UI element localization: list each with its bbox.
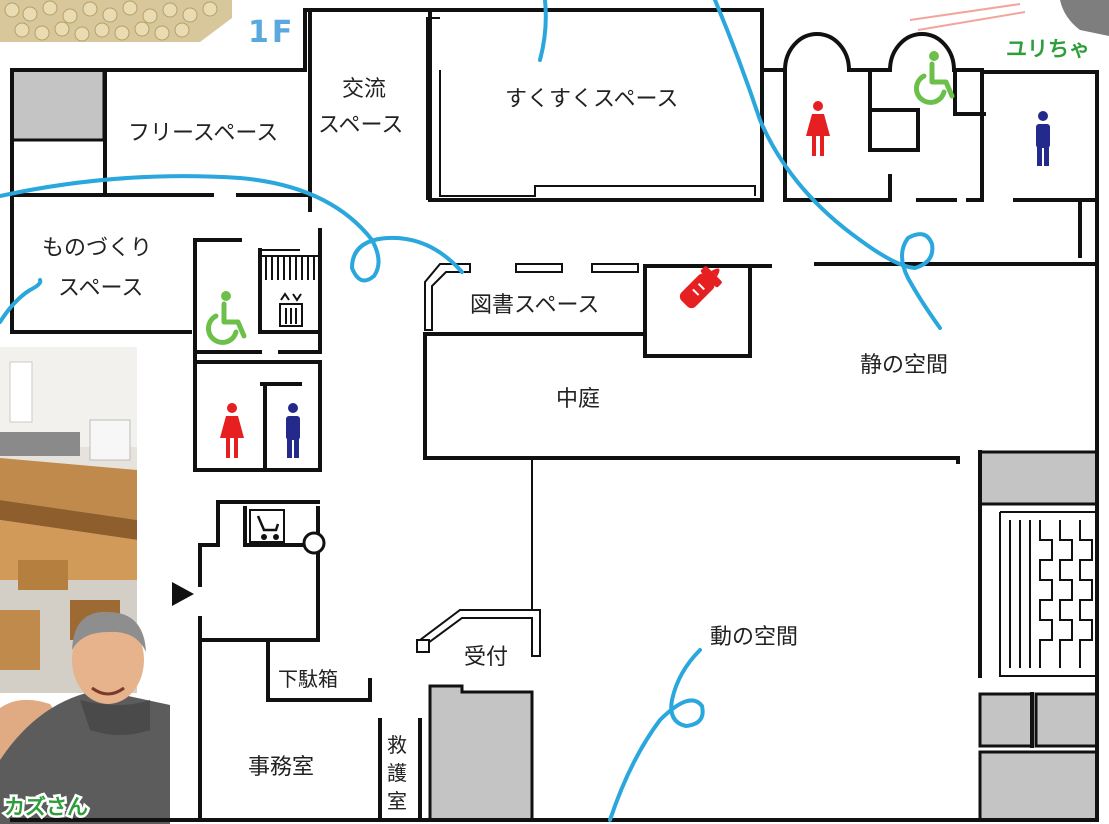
exchange-space-label-2: スペース	[318, 113, 403, 138]
shoe-box-label: 下駄箱	[278, 667, 338, 691]
women-restroom-icon	[806, 101, 830, 156]
yuri-name-label: ユリちゃ	[1006, 37, 1090, 61]
elevator-icon	[279, 292, 303, 327]
wheelchair-icon	[913, 51, 955, 105]
exchange-space-label: 交流	[342, 77, 386, 102]
library-space-label: 図書スペース	[470, 293, 599, 318]
men-restroom-icon	[286, 403, 300, 458]
first-aid-label-2: 護	[387, 761, 407, 785]
nursing-bottle-icon	[679, 266, 722, 309]
reception-label: 受付	[464, 645, 508, 670]
office-label: 事務室	[248, 755, 314, 780]
women-restroom-icon	[220, 403, 244, 458]
storage-block	[428, 684, 534, 822]
storage-block	[10, 68, 106, 142]
sukusuku-space-label: すくすくスペース	[505, 87, 678, 112]
first-aid-label-1: 救	[387, 733, 407, 757]
storage-block	[978, 750, 1099, 822]
soybeans-photo	[0, 0, 232, 42]
kazu-name-label: カズさん	[4, 795, 88, 819]
walls	[10, 8, 1099, 822]
decorative-curls	[0, 0, 942, 822]
kazu-photo	[0, 611, 170, 824]
stroller-icon	[249, 509, 285, 543]
stair-block-top	[978, 450, 1099, 506]
monozukuri-space-label: ものづくり	[42, 236, 152, 261]
plan-details	[262, 17, 1097, 677]
men-restroom-icon	[1036, 111, 1050, 166]
courtyard-label: 中庭	[556, 387, 600, 412]
wheelchair-icon	[205, 291, 247, 345]
entrance-arrow-icon	[172, 582, 194, 606]
quiet-area-label: 静の空間	[860, 353, 948, 378]
yuri-photo	[909, 0, 1109, 36]
floor-label: 1F	[248, 15, 295, 50]
stairs-large	[999, 511, 1097, 677]
active-area-label: 動の空間	[710, 625, 798, 650]
free-space-label: フリースペース	[128, 121, 278, 146]
first-aid-label-3: 室	[387, 789, 407, 813]
storage-block	[978, 692, 1034, 748]
storage-block	[1034, 692, 1099, 748]
monozukuri-space-label-2: スペース	[58, 276, 143, 301]
stairs-small	[262, 255, 318, 280]
